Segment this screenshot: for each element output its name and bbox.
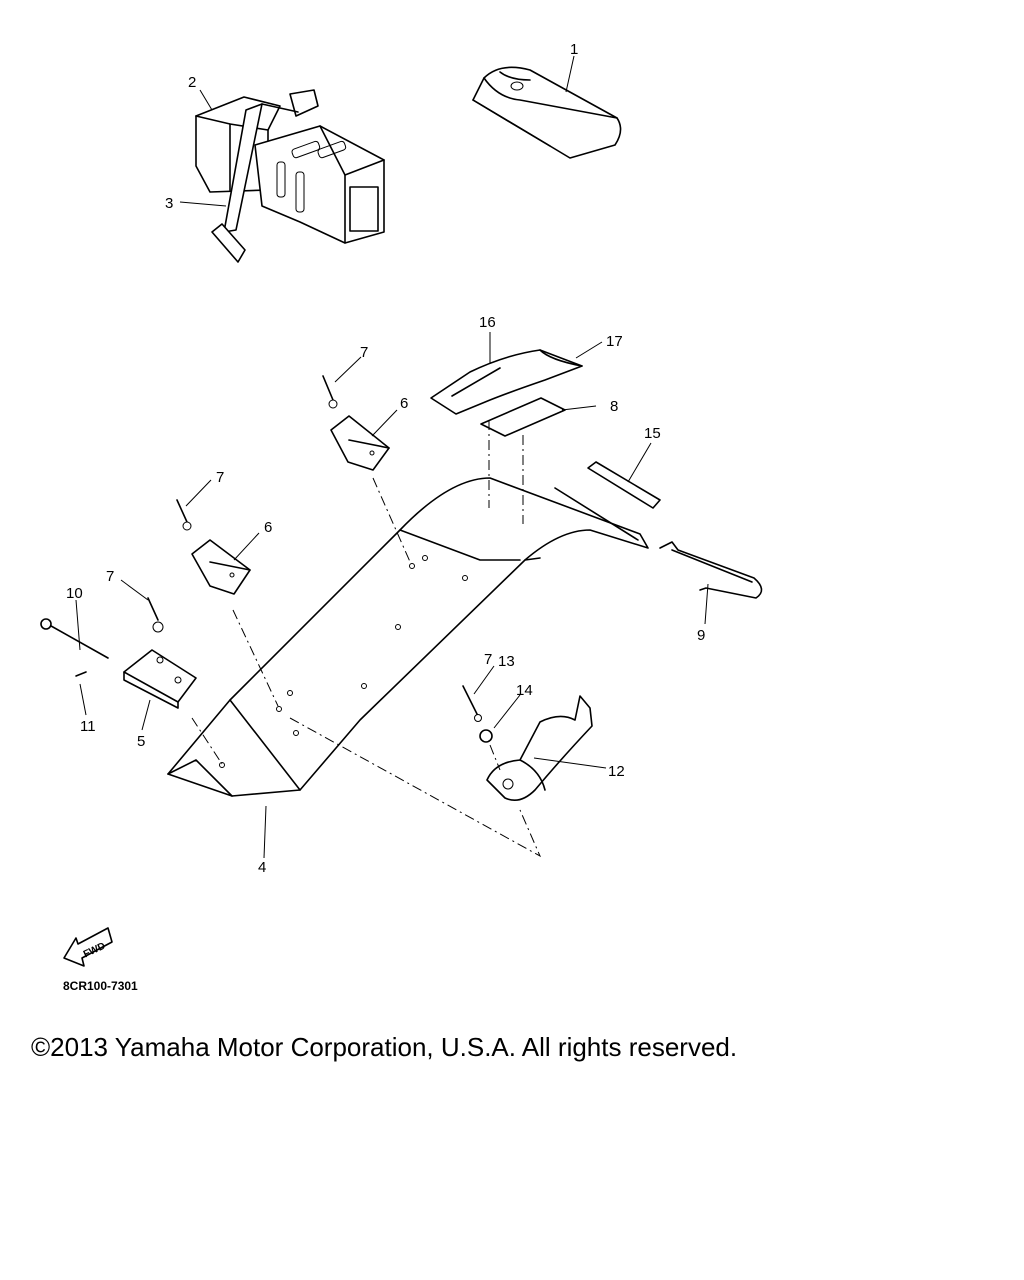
assembly-lines xyxy=(191,420,542,858)
part-2-box xyxy=(195,96,385,244)
callout-5: 5 xyxy=(137,733,145,750)
callout-7a: 7 xyxy=(360,344,368,361)
callout-2: 2 xyxy=(188,74,196,91)
callout-6b: 6 xyxy=(264,519,272,536)
callout-10: 10 xyxy=(66,585,83,602)
callout-4: 4 xyxy=(258,859,266,876)
callout-8: 8 xyxy=(610,398,618,415)
callout-7c: 7 xyxy=(106,568,114,585)
part-16-17-decal xyxy=(430,349,583,415)
part-6-clip-a xyxy=(330,415,390,471)
callout-7b: 7 xyxy=(216,469,224,486)
part-6-clip-b xyxy=(191,539,251,595)
part-13-14-fasteners xyxy=(462,685,493,743)
part-5-bracket xyxy=(123,649,197,709)
part-3-strap xyxy=(211,89,319,263)
callout-3: 3 xyxy=(165,195,173,212)
callout-9: 9 xyxy=(697,627,705,644)
part-9-hook xyxy=(659,541,763,599)
copyright-notice: ©2013 Yamaha Motor Corporation, U.S.A. A… xyxy=(31,1032,738,1062)
callout-1: 1 xyxy=(570,41,578,58)
diagram-code: 8CR100-7301 xyxy=(63,979,138,993)
part-7-screws xyxy=(147,375,338,633)
part-4-fender xyxy=(167,477,649,797)
callout-12: 12 xyxy=(608,763,625,780)
callout-15: 15 xyxy=(644,425,661,442)
part-1-tool-pouch xyxy=(472,66,622,159)
leader-lines xyxy=(75,55,709,859)
part-15-bar xyxy=(587,461,661,509)
callout-11: 11 xyxy=(80,718,96,735)
callout-16: 16 xyxy=(479,314,496,331)
callout-13: 13 xyxy=(498,653,515,670)
part-10-pin xyxy=(40,618,109,677)
callout-14: 14 xyxy=(516,682,533,699)
callout-6a: 6 xyxy=(400,395,408,412)
callout-7d: 7 xyxy=(484,651,492,668)
callout-17: 17 xyxy=(606,333,623,350)
part-8-pad xyxy=(480,397,566,437)
callout-labels: 1 2 3 4 5 6 6 7 7 7 7 8 9 10 11 12 13 14… xyxy=(66,41,705,876)
fwd-arrow-icon: FWD xyxy=(63,927,113,967)
part-12-holder xyxy=(486,695,593,801)
